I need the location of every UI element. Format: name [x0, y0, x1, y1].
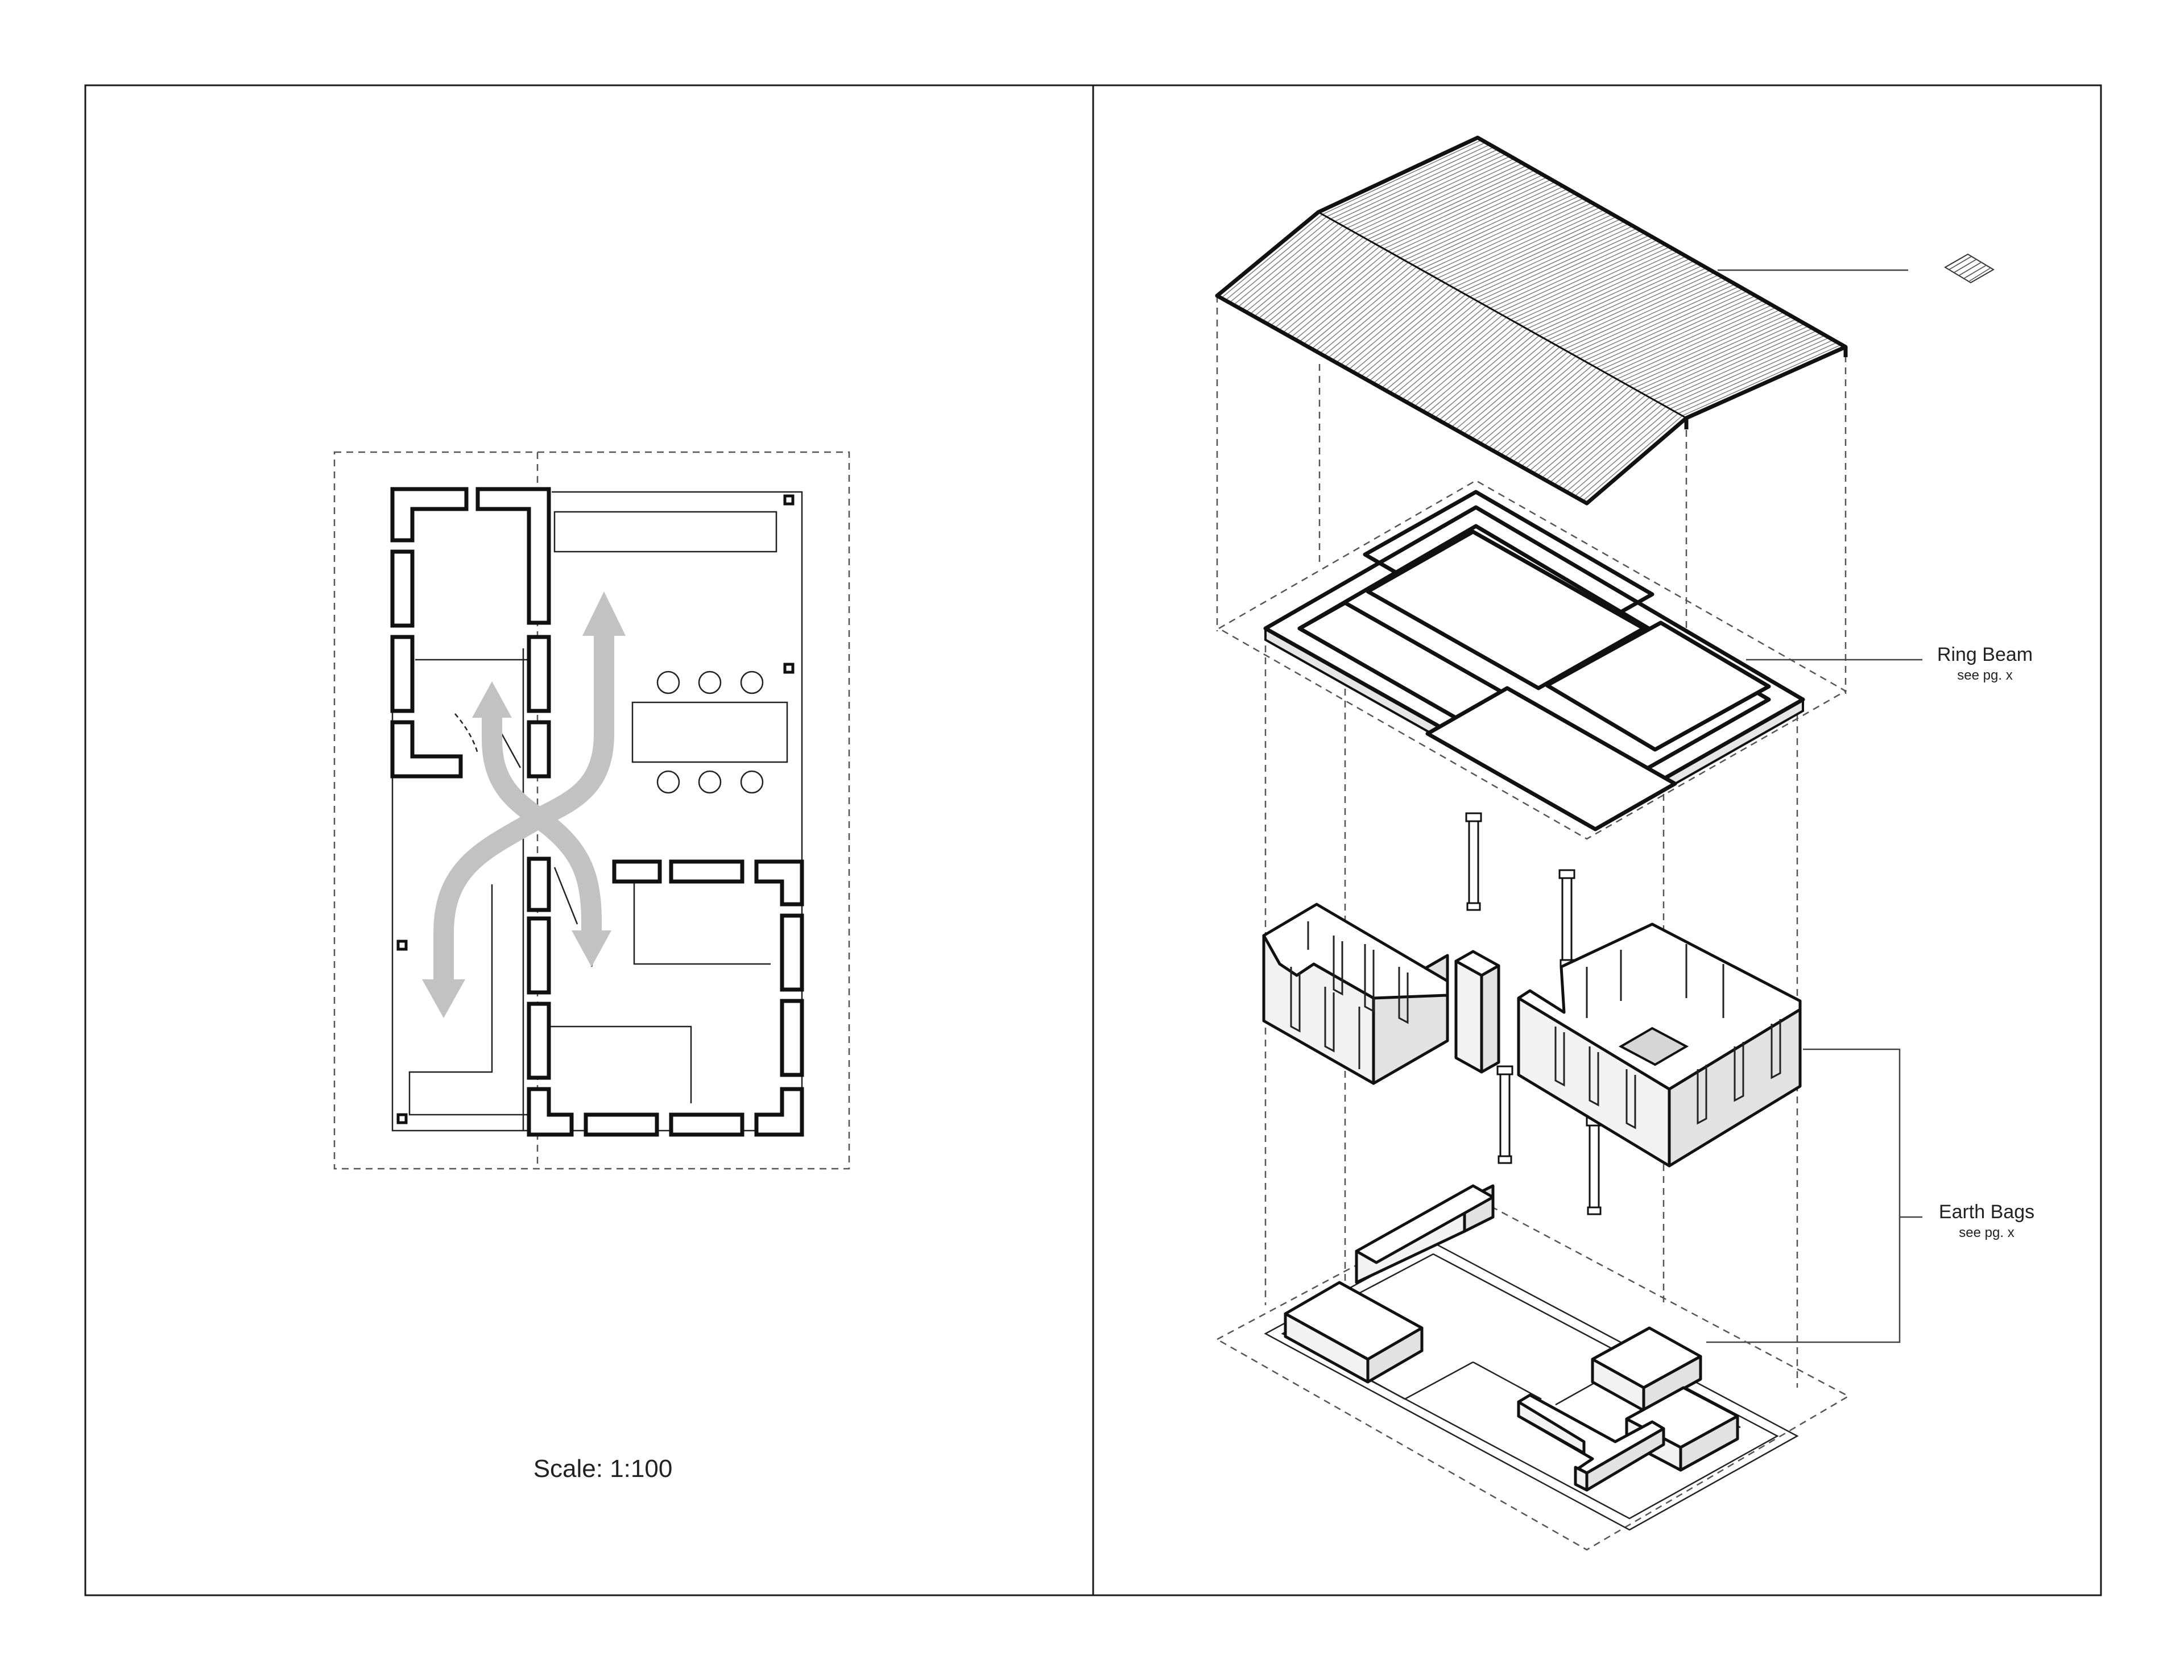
ring-beam-label: Ring Beam — [1937, 644, 2033, 665]
earth-bags-bracket — [1706, 1048, 1901, 1343]
upper-room-walls — [390, 487, 551, 779]
slab-outline — [391, 491, 803, 1132]
earth-bag-walls-left — [1262, 903, 1500, 1085]
foundation-block — [1284, 1281, 1424, 1384]
post — [1558, 869, 1575, 968]
earth-bags-label: Earth Bags — [1939, 1201, 2034, 1223]
post — [1586, 1116, 1603, 1215]
door-swing — [454, 713, 479, 754]
earth-bags-ref: see pg. x — [1959, 1225, 2014, 1240]
left-panel-frame — [84, 84, 1094, 1596]
roof-sheet-icon — [1944, 253, 1995, 284]
foundation — [1215, 1184, 1850, 1551]
door-leaf-lower — [553, 867, 578, 925]
roof — [1215, 135, 1995, 506]
ring-beam-ref: see pg. x — [1957, 668, 2012, 683]
post — [1465, 812, 1482, 911]
foundation-block — [1591, 1326, 1702, 1412]
site-boundary — [333, 451, 850, 1170]
earth-bag-walls-right: Earth Bags see pg. x — [1517, 922, 2034, 1343]
interior-lines — [408, 511, 777, 1116]
lower-room-walls — [527, 856, 804, 1137]
exploded-axonometric: Ring Beam see pg. x — [1215, 135, 2034, 1551]
ring-beam: Ring Beam see pg. x — [1217, 479, 2033, 840]
roof-hatching — [1217, 137, 1846, 504]
post — [1496, 1065, 1513, 1164]
plan-columns — [396, 494, 795, 1124]
foundation-block — [1355, 1184, 1495, 1284]
dining-table — [631, 671, 788, 794]
plan-scale-label: Scale: 1:100 — [533, 1455, 673, 1483]
floor-plan: Scale: 1:100 — [333, 451, 850, 1483]
foundation-block — [1517, 1393, 1665, 1492]
right-panel-frame — [1092, 84, 2102, 1596]
circulation-arrows — [422, 591, 626, 1018]
sheet-frames — [84, 84, 2102, 1596]
projection-lines — [1216, 296, 1847, 1388]
